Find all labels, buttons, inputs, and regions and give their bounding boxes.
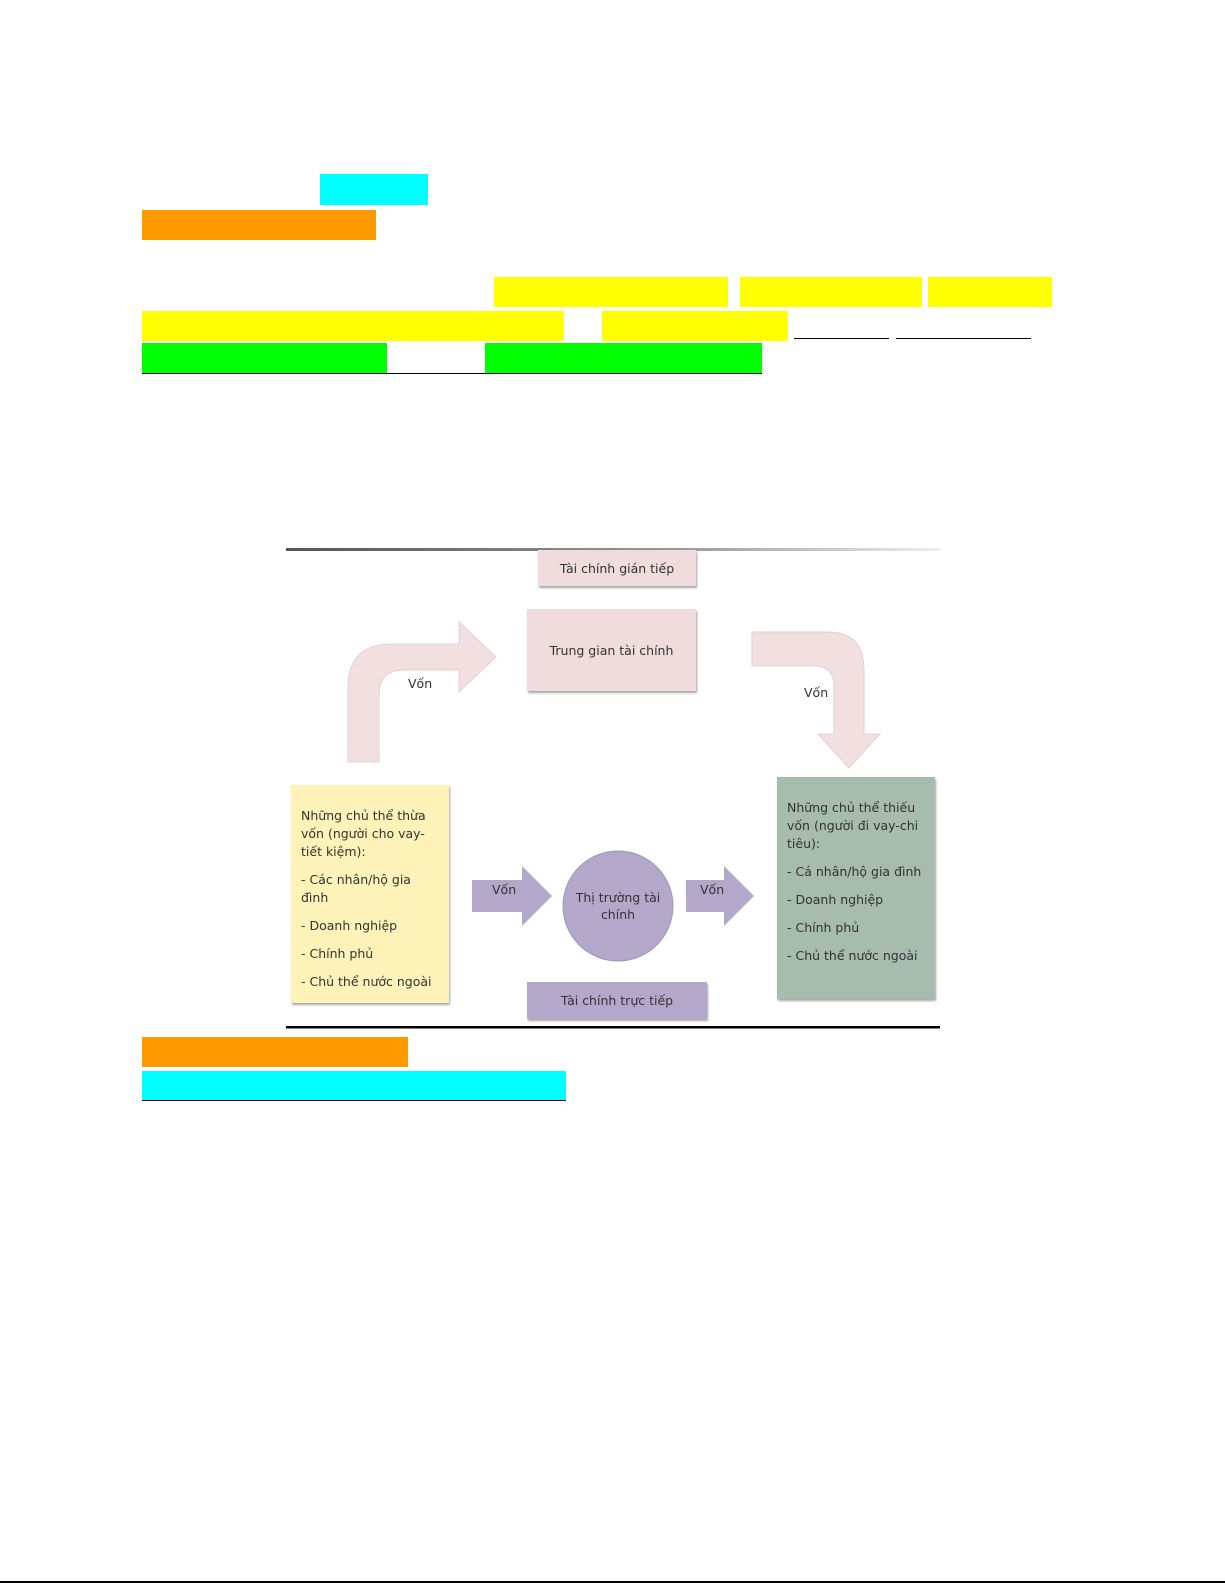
- underline-2: [896, 338, 1031, 339]
- highlight-green-1: [142, 343, 387, 373]
- capital-label-curved-left: Vốn: [408, 676, 433, 691]
- highlight-cyan-2: [142, 1071, 566, 1101]
- highlight-yellow-4: [142, 311, 564, 341]
- arrow-right-left: [472, 866, 552, 926]
- highlight-cyan-1: [320, 174, 428, 205]
- surplus-title: Những chủ thể thừa vốn (người cho vay-ti…: [301, 808, 426, 859]
- highlight-yellow-5: [602, 311, 788, 341]
- highlight-orange-2: [142, 1037, 408, 1067]
- deficit-item-3: - Chính phủ: [787, 920, 860, 935]
- page-bottom-rule: [0, 1581, 1225, 1583]
- deficit-units-box: Những chủ thể thiếu vốn (người đi vay-ch…: [777, 777, 935, 999]
- highlight-orange-1: [142, 210, 376, 240]
- diagram-graphics: [286, 548, 940, 1029]
- direct-finance-label: Tài chính trực tiếp: [527, 982, 707, 1019]
- surplus-units-box: Những chủ thể thừa vốn (người cho vay-ti…: [291, 785, 449, 1003]
- curved-arrow-down: [751, 631, 882, 769]
- deficit-item-2: - Doanh nghiệp: [787, 892, 884, 907]
- highlight-green-2: [485, 343, 762, 373]
- highlight-yellow-2: [740, 277, 922, 307]
- market-circle: [562, 850, 674, 962]
- underline-1: [794, 338, 889, 339]
- financial-market-label: Thị trường tài chính: [575, 890, 661, 922]
- diagram-top-border: [286, 548, 940, 551]
- deficit-item-4: - Chủ thể nước ngoài: [787, 948, 918, 963]
- deficit-item-1: - Cá nhân/hộ gia đình: [787, 864, 922, 879]
- underline-3: [142, 373, 762, 374]
- diagram-bottom-border: [286, 1026, 940, 1029]
- indirect-finance-label: Tài chính gián tiếp: [538, 550, 696, 586]
- highlight-yellow-3: [928, 277, 1052, 307]
- financial-intermediary-box: Trung gian tài chính: [527, 609, 696, 691]
- arrow-right-right: [686, 866, 754, 926]
- capital-label-arrow-right: Vốn: [700, 882, 725, 897]
- highlight-yellow-1: [494, 277, 728, 307]
- surplus-item-3: - Chính phủ: [301, 946, 374, 961]
- financial-flow-diagram: Tài chính gián tiếp Trung gian tài chính…: [286, 548, 940, 1030]
- surplus-item-4: - Chủ thể nước ngoài: [301, 974, 432, 989]
- underline-4: [142, 1100, 566, 1101]
- curved-arrow-up-right: [347, 620, 497, 763]
- surplus-item-2: - Doanh nghiệp: [301, 918, 398, 933]
- capital-label-curved-right: Vốn: [804, 685, 829, 700]
- surplus-item-1: - Các nhân/hộ gia đình: [301, 872, 411, 905]
- deficit-title: Những chủ thể thiếu vốn (người đi vay-ch…: [787, 800, 919, 851]
- capital-label-arrow-left: Vốn: [492, 882, 517, 897]
